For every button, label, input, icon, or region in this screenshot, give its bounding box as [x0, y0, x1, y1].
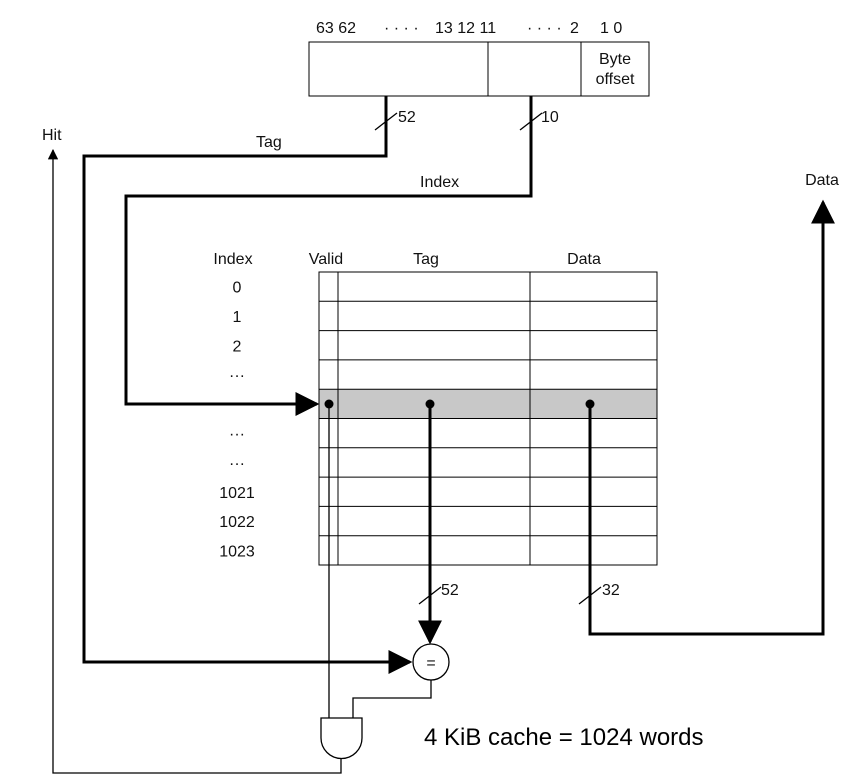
row-index-label: ··· [229, 368, 245, 385]
index-bus-line [124, 96, 533, 416]
hit-out-line [47, 148, 342, 774]
row-labels: 0 1 2 ··· ··· ··· 1021 1022 1023 [219, 280, 255, 561]
bit-label-2: 2 [570, 20, 579, 37]
cache-table [318, 271, 658, 566]
table-header-index: Index [213, 251, 252, 268]
index-bus-width-slash [519, 112, 543, 131]
tag-bus-width: 52 [398, 109, 416, 126]
bit-label-63-62: 63 62 [316, 20, 356, 37]
row-index-label: 1021 [219, 485, 255, 502]
bit-label-1-0: 1 0 [600, 20, 622, 37]
row-index-label: 1022 [219, 514, 255, 531]
tag-out-width-slash [418, 586, 442, 605]
index-bus-width: 10 [541, 109, 559, 126]
row-index-label: 2 [233, 338, 242, 355]
comparator-symbol: = [426, 655, 435, 672]
tag-bus-width-slash [374, 112, 398, 131]
row-index-label: 1023 [219, 543, 255, 560]
cache-size-caption: 4 KiB cache = 1024 words [424, 724, 704, 751]
bit-label-13-12-11: 13 12 11 [435, 20, 496, 37]
table-header-data: Data [567, 251, 601, 268]
byte-offset-label-line2: offset [596, 71, 635, 88]
tag-bus-label: Tag [256, 134, 282, 151]
address-box [308, 41, 650, 97]
tag-bus-line [82, 96, 413, 674]
address-register: 63 62 · · · · 13 12 11 · · · · 2 1 0 Byt… [308, 20, 650, 97]
index-bus-label: Index [420, 174, 459, 191]
highlighted-row [319, 389, 657, 419]
data-out-line [588, 199, 835, 636]
and-gate [320, 717, 363, 760]
tag-out-width: 52 [441, 582, 459, 599]
table-header-tag: Tag [413, 251, 439, 268]
table-header-valid: Valid [309, 251, 343, 268]
row-index-label: ··· [229, 426, 245, 443]
data-output-label: Data [805, 172, 839, 189]
row-index-label: 1 [233, 309, 242, 326]
compare-out-line [352, 680, 432, 718]
row-index-label: 0 [233, 280, 242, 297]
hit-label: Hit [42, 127, 62, 144]
bit-dots-left: · · · · [384, 20, 419, 37]
row-index-label: ··· [229, 455, 245, 472]
bit-dots-right: · · · · [527, 20, 562, 37]
byte-offset-label-line1: Byte [599, 51, 631, 68]
data-out-width: 32 [602, 582, 620, 599]
data-out-width-slash [578, 586, 602, 605]
